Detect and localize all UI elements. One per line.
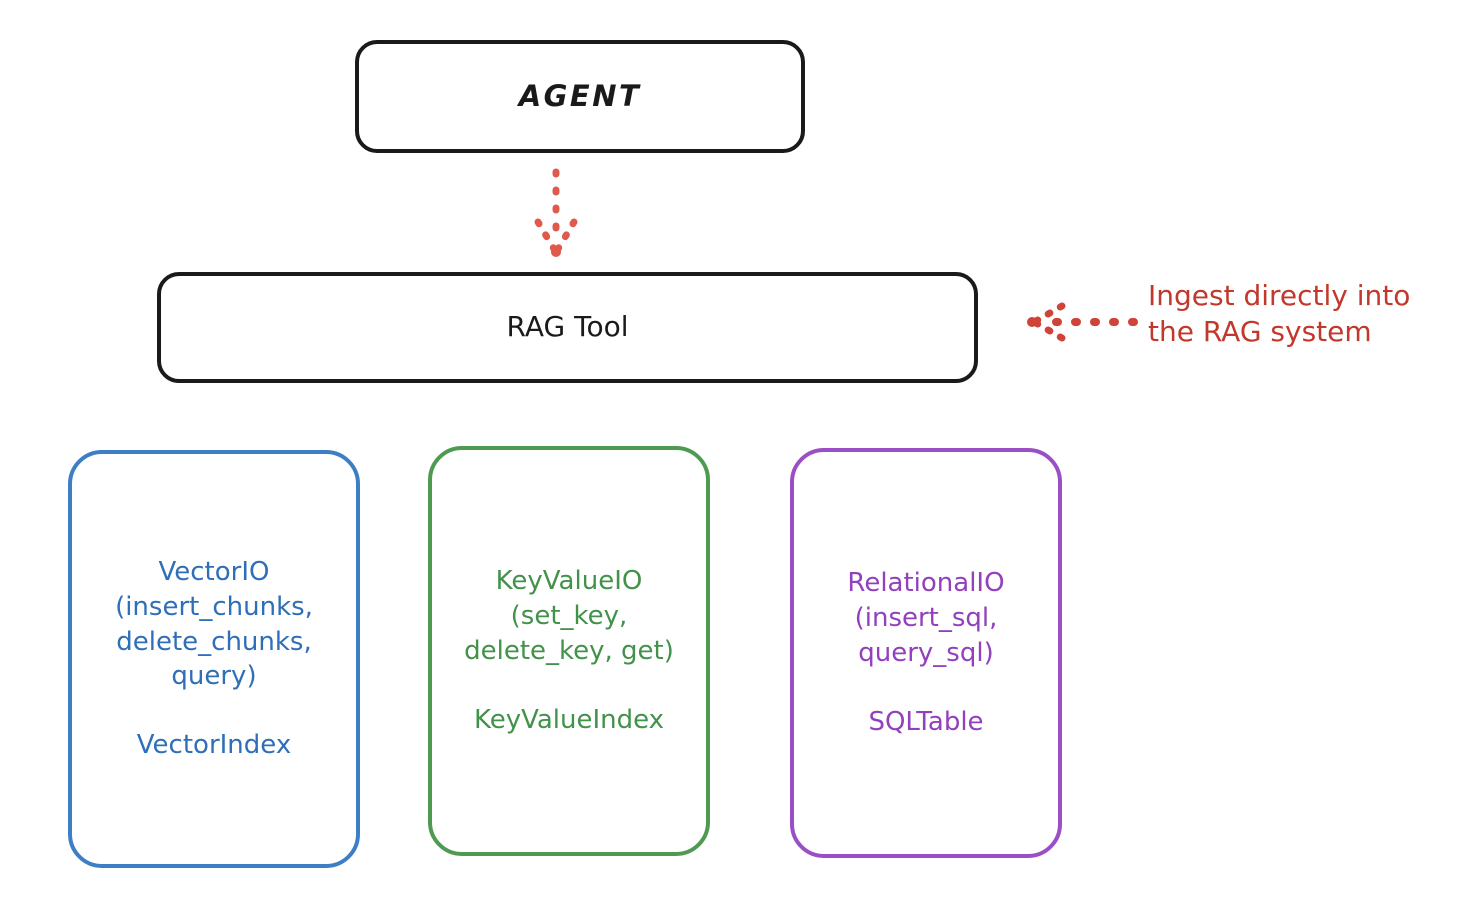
node-rag-tool[interactable]: RAG Tool (157, 272, 978, 383)
node-agent-label: AGENT (518, 78, 642, 113)
node-key-value-io[interactable]: KeyValueIO (set_key, delete_key, get) Ke… (428, 446, 710, 856)
connector-agent-to-rag-tool-icon (534, 168, 578, 257)
node-relational-io[interactable]: RelationalIO (insert_sql, query_sql) SQL… (790, 448, 1062, 858)
node-vector-io-api-label: VectorIO (insert_chunks, delete_chunks, … (115, 556, 313, 692)
node-key-value-io-api-label: KeyValueIO (set_key, delete_key, get) (464, 566, 674, 666)
node-rag-tool-label: RAG Tool (506, 310, 629, 344)
node-vector-index-label: VectorIndex (136, 730, 292, 761)
node-key-value-index-label: KeyValueIndex (473, 704, 665, 735)
connector-ingest-arrow-icon (1027, 302, 1138, 342)
node-vector-io[interactable]: VectorIO (insert_chunks, delete_chunks, … (68, 450, 360, 868)
annotation-ingest-note: Ingest directly into the RAG system (1148, 279, 1411, 349)
node-agent[interactable]: AGENT (355, 40, 805, 153)
node-sql-table-label: SQLTable (868, 706, 984, 737)
node-relational-io-api-label: RelationalIO (insert_sql, query_sql) (847, 568, 1005, 668)
